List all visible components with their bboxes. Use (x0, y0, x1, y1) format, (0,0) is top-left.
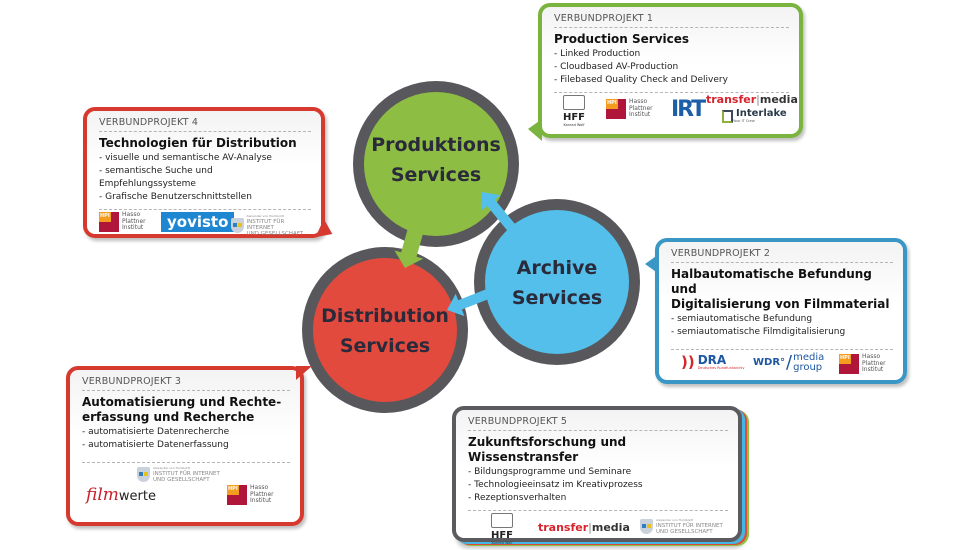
yovisto-logo: yovisto (161, 212, 235, 232)
project-items: - visuelle und semantische AV-Analyse - … (99, 152, 311, 204)
project-item: - visuelle und semantische AV-Analyse (99, 153, 272, 163)
filmwerte-logo: filmwerte (86, 485, 156, 505)
hiig-shield-icon (640, 518, 653, 534)
project-kicker: VERBUNDPROJEKT 5 (468, 416, 728, 431)
transfermedia-logo: transfer|media (538, 521, 630, 534)
arrow-produktion-to-distribution (394, 219, 426, 268)
project-title-line1: Halbautomatische Befundung und (671, 267, 872, 296)
project-item: - Rezeptionsverhalten (468, 493, 567, 503)
project-title-line2: erfassung und Recherche (82, 410, 255, 424)
archive-label-line1: Archive (517, 257, 598, 279)
project-item: - Bildungsprogramme und Seminare (468, 467, 632, 477)
distribution-label-line2: Services (340, 335, 430, 357)
hpi-mark-icon: HPI (227, 485, 247, 505)
callout-tail (645, 254, 659, 274)
project-4-box: VERBUNDPROJEKT 4 Technologien für Distri… (83, 107, 337, 244)
project-item: - semiautomatische Filmdigitalisierung (671, 327, 846, 337)
hff-sub: Konrad Wolf (563, 123, 585, 127)
produktion-label-line1: Produktions (371, 134, 501, 156)
distribution-label-line1: Distribution (321, 305, 449, 327)
project-items: - Linked Production - Cloudbased AV-Prod… (554, 48, 789, 87)
distribution-circle (313, 258, 457, 402)
hff-sub: Konrad Wolf (491, 541, 513, 545)
partner-logos: HFF Konrad Wolf transfer|media Alexander… (468, 510, 728, 550)
project-item: - Linked Production (554, 49, 641, 59)
project-title: Production Services (554, 32, 690, 46)
project-kicker: VERBUNDPROJEKT 4 (99, 117, 311, 132)
project-kicker: VERBUNDPROJEKT 1 (554, 13, 789, 28)
archive-label-line2: Services (512, 287, 602, 309)
project-item: - automatisierte Datenerfassung (82, 440, 229, 450)
project-item: - Cloudbased AV-Production (554, 62, 679, 72)
project-items: - Bildungsprogramme und Seminare - Techn… (468, 466, 728, 505)
project-item: - automatisierte Datenrecherche (82, 427, 230, 437)
hiig-shield-icon (137, 466, 150, 482)
produktion-label-line2: Services (391, 164, 481, 186)
hff-screen-icon (563, 95, 585, 110)
project-items: - automatisierte Datenrecherche - automa… (82, 426, 290, 452)
hpi-mark-icon: HPI (99, 212, 119, 232)
hff-name: HFF (490, 530, 514, 541)
irt-logo: IRT (671, 97, 706, 122)
archive-circle (485, 210, 629, 354)
project-title-line2: Digitalisierung von Filmmaterial (671, 297, 890, 311)
arrow-archive-to-distribution (447, 285, 500, 317)
project-item: - Filebased Quality Check and Delivery (554, 75, 728, 85)
hff-name: HFF (562, 112, 586, 123)
hff-logo: HFF Konrad Wolf (488, 513, 516, 545)
callout-tail (296, 366, 312, 380)
project-item: - semiautomatische Befundung (671, 314, 813, 324)
hpi-mark-icon: HPI (606, 99, 626, 119)
hiig-shield-icon (231, 217, 244, 233)
project-title-line1: Automatisierung und Rechte- (82, 395, 282, 409)
project-item: - Technologieeinsatz im Kreativprozess (468, 480, 643, 490)
project-1-box: VERBUNDPROJEKT 1 Production Services - L… (528, 3, 803, 141)
project-2-box: VERBUNDPROJEKT 2 Halbautomatische Befund… (645, 238, 907, 385)
interlake-mark-icon (722, 109, 733, 123)
project-kicker: VERBUNDPROJEKT 2 (671, 248, 893, 263)
project-kicker: VERBUNDPROJEKT 3 (82, 376, 290, 391)
project-5-box: VERBUNDPROJEKT 5 Zukunftsforschung und W… (452, 406, 742, 545)
hff-screen-icon (491, 513, 513, 528)
project-title: Zukunftsforschung und Wissenstransfer (468, 435, 627, 464)
produktion-circle (364, 92, 508, 236)
project-item: - semantische Suche und Empfehlungssyste… (99, 166, 213, 189)
hpi-mark-icon: HPI (839, 354, 859, 374)
project-3-box: VERBUNDPROJEKT 3 Automatisierung und Rec… (66, 366, 312, 526)
project-title: Technologien für Distribution (99, 136, 297, 150)
transfermedia-logo: transfer|media (706, 93, 798, 106)
project-item: - Grafische Benutzerschnittstellen (99, 192, 252, 202)
hff-logo: HFF Konrad Wolf (560, 95, 588, 127)
arrow-archive-to-produktion (481, 192, 519, 236)
project-items: - semiautomatische Befundung - semiautom… (671, 313, 893, 339)
callout-tail (528, 119, 542, 141)
